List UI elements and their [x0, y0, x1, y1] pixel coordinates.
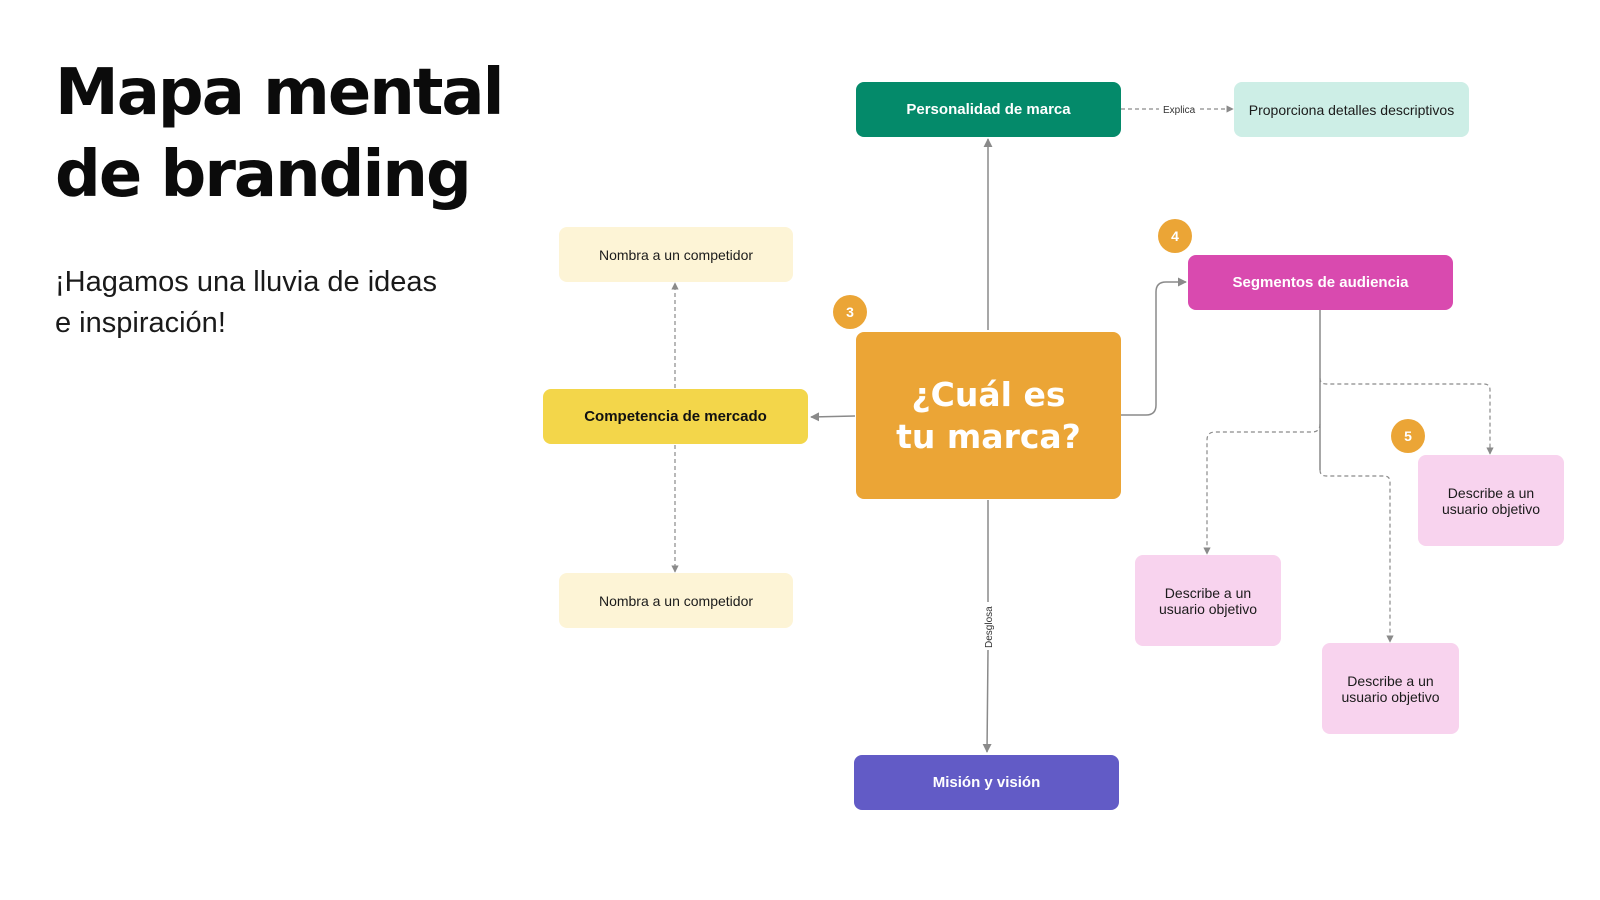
connector-audience-user-left	[1203, 423, 1321, 555]
personality-node[interactable]: Personalidad de marca	[856, 82, 1121, 137]
edge-label-explica: Explica	[1163, 105, 1196, 116]
title-line-1: Mapa mental	[55, 56, 505, 130]
connector-audience-user-right	[1319, 377, 1494, 455]
step-badge-4: 4	[1158, 219, 1192, 253]
step-badge-5: 5	[1391, 419, 1425, 453]
connector-central-competition	[810, 412, 856, 422]
mission-node[interactable]: Misión y visión	[854, 755, 1119, 810]
central-node-line-2: tu marca?	[896, 416, 1081, 456]
competition-node[interactable]: Competencia de mercado	[543, 389, 808, 444]
title-line-2: de branding	[55, 138, 472, 212]
competitor-bottom-node[interactable]: Nombra a un competidor	[559, 573, 793, 628]
competitor-top-node[interactable]: Nombra a un competidor	[559, 227, 793, 282]
step-badge-3: 3	[833, 295, 867, 329]
connector-central-mission	[987, 500, 988, 752]
subtitle-line-1: ¡Hagamos una lluvia de ideas	[55, 266, 438, 298]
personality-detail-node[interactable]: Proporciona detalles descriptivos	[1234, 82, 1469, 137]
central-node-line-1: ¿Cuál es	[911, 374, 1066, 414]
user-left-node[interactable]: Describe a un usuario objetivo	[1135, 555, 1281, 646]
user-middle-node[interactable]: Describe a un usuario objetivo	[1322, 643, 1459, 734]
edge-label-desglosa: Desglosa	[984, 606, 995, 648]
page-title: Mapa mental de branding	[55, 52, 505, 216]
connector-audience-user-middle	[1319, 469, 1394, 643]
connector-central-audience	[1121, 277, 1187, 416]
user-right-node[interactable]: Describe a un usuario objetivo	[1418, 455, 1564, 546]
audience-node[interactable]: Segmentos de audiencia	[1188, 255, 1453, 310]
page-subtitle: ¡Hagamos una lluvia de ideas e inspiraci…	[55, 262, 437, 344]
central-node[interactable]: ¿Cuál es tu marca?	[856, 332, 1121, 499]
subtitle-line-2: e inspiración!	[55, 307, 226, 339]
